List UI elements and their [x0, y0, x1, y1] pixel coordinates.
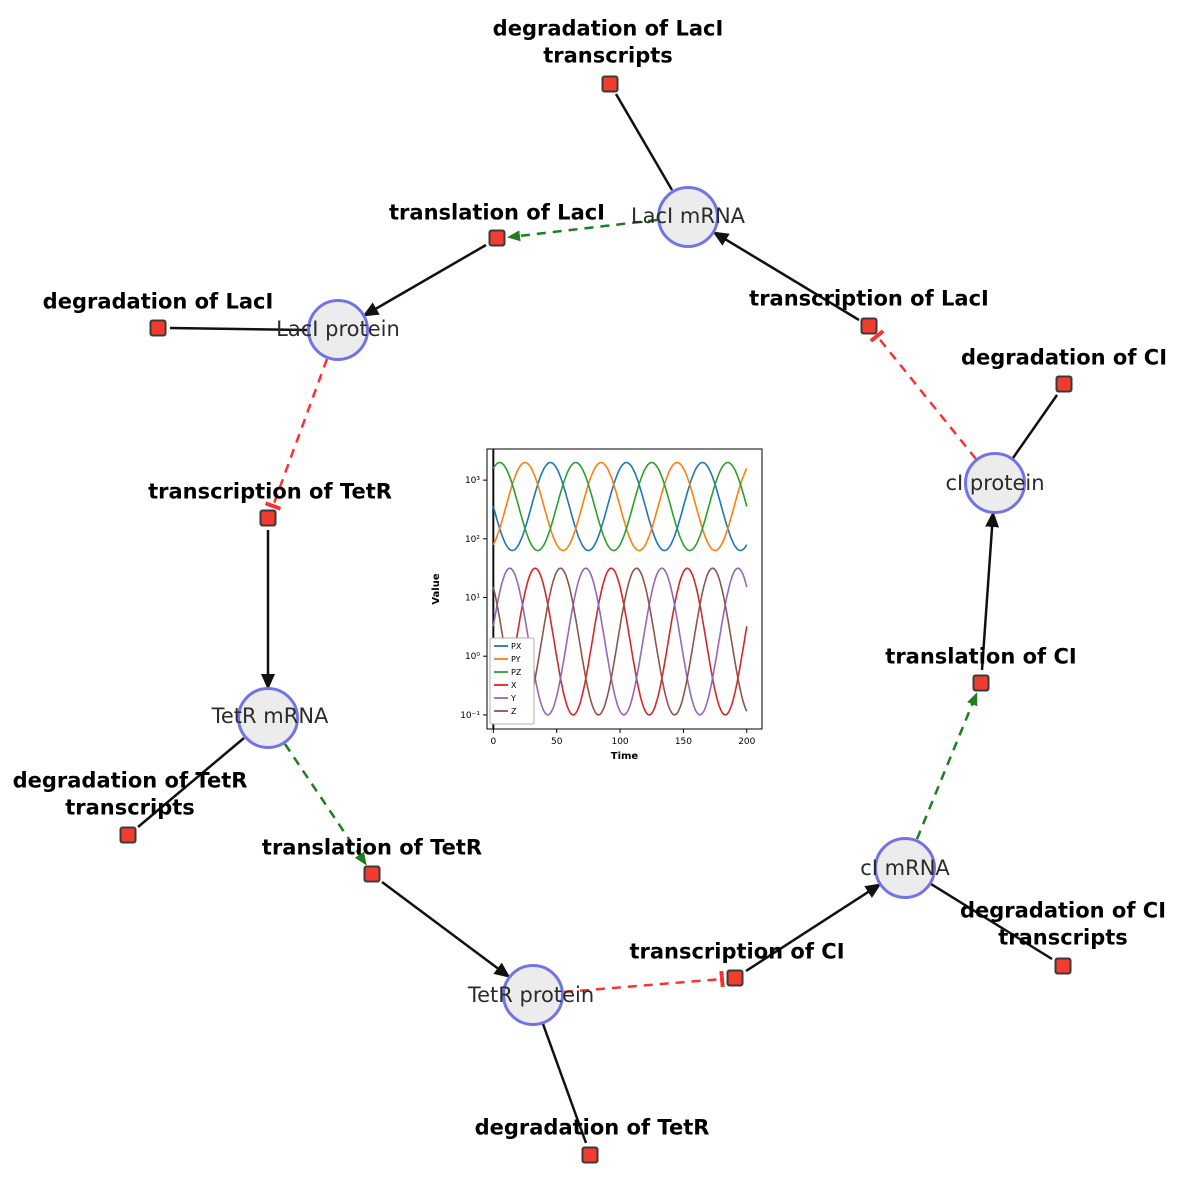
- edge-ci-protein-to-degradation-of-ci: [1011, 394, 1059, 459]
- reaction-label-degradation-of-ci: degradation of CI: [960, 345, 1168, 370]
- edge-translation-of-ci-to-ci-protein: [980, 511, 1000, 671]
- y-tick-label: 10³: [465, 476, 480, 486]
- species-label-ci-mrna: cI mRNA: [860, 856, 950, 880]
- species-node-tetr-protein: [502, 964, 564, 1026]
- edge-tetr-protein-inhibits-transcription-of-ci: [563, 970, 725, 994]
- y-tick-label: 10¹: [465, 594, 480, 604]
- series-curve-PY: [492, 461, 748, 552]
- plot-border: [486, 448, 763, 730]
- reaction-node-transcription-of-laci: [860, 317, 878, 335]
- reaction-label-degradation-of-laci: degradation of LacI: [42, 289, 274, 314]
- reaction-node-degradation-of-tetr: [581, 1146, 599, 1164]
- reaction-node-degradation-of-ci-transcripts: [1054, 957, 1072, 975]
- species-node-laci-protein: [307, 299, 369, 361]
- reaction-label-translation-of-laci: translation of LacI: [389, 200, 605, 225]
- series-curve-X: [492, 567, 748, 716]
- y-tick-label: 10²: [465, 535, 480, 545]
- y-tick-label: 10⁻¹: [460, 711, 480, 721]
- x-tick-label: 100: [611, 737, 628, 747]
- reaction-label-transcription-of-laci: transcription of LacI: [749, 286, 989, 311]
- reaction-label-degradation-of-laci-transcripts: degradation of LacI transcripts: [492, 16, 724, 68]
- edge-laci-protein-inhibits-transcription-of-tetr: [264, 358, 329, 511]
- reaction-label-transcription-of-tetr: transcription of TetR: [148, 479, 392, 504]
- edge-laci-mrna-to-degradation-of-laci-transcripts: [614, 93, 674, 191]
- legend-label-Y: Y: [510, 694, 516, 703]
- x-tick-label: 200: [738, 737, 755, 747]
- x-tick-label: 150: [675, 737, 692, 747]
- edge-transcription-of-laci-to-laci-mrna: [712, 231, 860, 322]
- reaction-node-degradation-of-laci-transcripts: [601, 75, 619, 93]
- reaction-node-degradation-of-laci: [149, 319, 167, 337]
- reaction-label-translation-of-ci: translation of CI: [885, 644, 1077, 669]
- y-axis-label: Value: [431, 573, 442, 604]
- species-node-ci-mrna: [874, 837, 936, 899]
- edge-transcription-of-ci-to-ci-mrna: [745, 883, 882, 973]
- reaction-label-degradation-of-tetr-transcripts: degradation of TetR transcripts: [12, 768, 248, 820]
- edge-translation-of-laci-to-laci-protein: [362, 243, 487, 317]
- edge-laci-protein-to-degradation-of-laci: [169, 326, 308, 332]
- edge-laci-mrna-to-translation-of-laci: [507, 218, 658, 242]
- edge-tetr-protein-to-degradation-of-tetr: [541, 1023, 588, 1144]
- edge-ci-mrna-to-degradation-of-ci-transcripts: [930, 882, 1053, 961]
- x-axis-label: Time: [611, 751, 639, 760]
- edge-translation-of-tetr-to-tetr-protein: [381, 880, 511, 978]
- reaction-node-transcription-of-ci: [726, 969, 744, 987]
- reaction-label-degradation-of-ci-transcripts: degradation of CI transcripts: [959, 898, 1167, 950]
- reaction-node-translation-of-ci: [972, 674, 990, 692]
- legend-label-PY: PY: [511, 655, 521, 664]
- series-curve-Y: [492, 567, 748, 716]
- y-tick-label: 10⁰: [465, 652, 480, 662]
- species-label-laci-mrna: LacI mRNA: [630, 204, 746, 228]
- species-node-laci-mrna: [657, 186, 719, 248]
- series-curve-Z: [492, 567, 748, 716]
- reaction-node-degradation-of-ci: [1055, 375, 1073, 393]
- edge-tetr-mrna-to-translation-of-tetr: [283, 743, 367, 866]
- reaction-node-translation-of-laci: [488, 229, 506, 247]
- x-tick-label: 0: [490, 737, 496, 747]
- edge-ci-protein-inhibits-transcription-of-laci: [869, 329, 977, 460]
- species-label-laci-protein: LacI protein: [276, 317, 400, 341]
- edge-tetr-mrna-to-degradation-of-tetr-transcripts: [137, 737, 245, 828]
- legend-label-Z: Z: [511, 707, 517, 716]
- reaction-label-transcription-of-ci: transcription of CI: [629, 939, 845, 964]
- legend-label-PX: PX: [511, 642, 522, 651]
- reaction-label-translation-of-tetr: translation of TetR: [261, 835, 483, 860]
- reaction-label-degradation-of-tetr: degradation of TetR: [474, 1115, 710, 1140]
- species-node-ci-protein: [964, 452, 1026, 514]
- reaction-node-transcription-of-tetr: [259, 509, 277, 527]
- legend-label-PZ: PZ: [511, 668, 522, 677]
- reaction-node-translation-of-tetr: [363, 865, 381, 883]
- species-label-ci-protein: cI protein: [945, 471, 1045, 495]
- series-curve-PX: [492, 461, 748, 552]
- edge-ci-mrna-to-translation-of-ci: [915, 692, 978, 840]
- legend-label-X: X: [511, 681, 517, 690]
- species-label-tetr-mrna: TetR mRNA: [211, 704, 329, 728]
- species-label-tetr-protein: TetR protein: [467, 983, 595, 1007]
- x-tick-label: 50: [551, 737, 563, 747]
- reaction-node-degradation-of-tetr-transcripts: [119, 826, 137, 844]
- series-curve-PZ: [492, 461, 748, 552]
